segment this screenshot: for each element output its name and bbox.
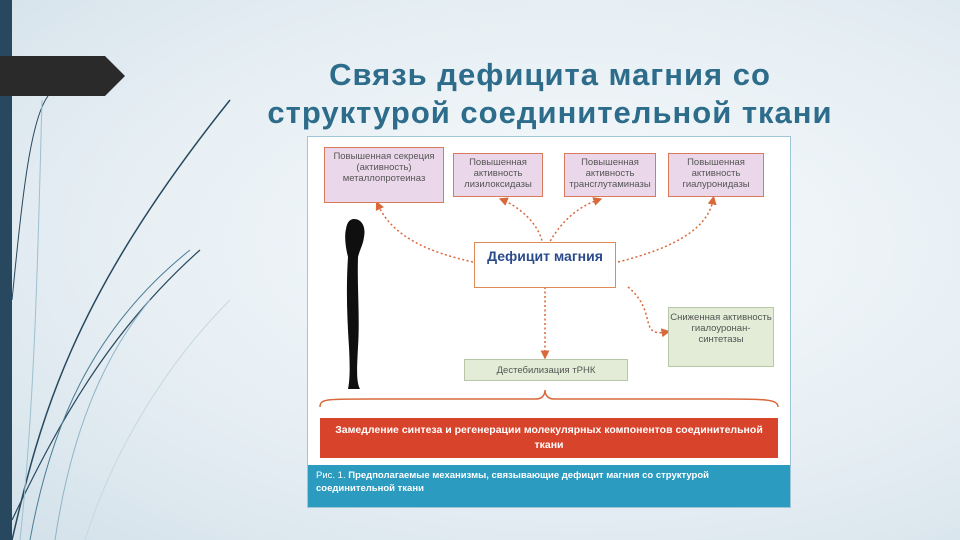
- caption-label: Рис. 1.: [316, 470, 346, 481]
- box-magnesium-deficiency: Дефицит магния: [474, 242, 616, 288]
- title-tab-arrow: [0, 56, 125, 96]
- box-hyaluronidase: Повышенная активность гиалуронидазы: [668, 153, 764, 197]
- box-lysyl-oxidase: Повышенная активность лизилоксидазы: [453, 153, 543, 197]
- caption-text: Предполагаемые механизмы, связывающие де…: [316, 470, 709, 494]
- box-transglutaminase: Повышенная активность трансглутаминазы: [564, 153, 656, 197]
- diagram-figure: Повышенная секреция (активность) металло…: [307, 136, 791, 508]
- left-accent-bar: [0, 0, 12, 540]
- slide-title: Связь дефицита магния со структурой соед…: [240, 56, 860, 132]
- box-metalloproteinase: Повышенная секреция (активность) металло…: [324, 147, 444, 203]
- slide-title-line2: структурой соединительной ткани: [267, 95, 833, 130]
- box-hyaluronan-synthase: Сниженная активность гиалоуронан-синтета…: [668, 307, 774, 367]
- outcome-banner: Замедление синтеза и регенерации молекул…: [320, 418, 778, 458]
- diagram-arrows: [319, 195, 779, 408]
- box-trna-destabilization: Дестебилизация тРНК: [464, 359, 628, 381]
- decorative-curves: [11, 95, 231, 540]
- diagram-area: Повышенная секреция (активность) металло…: [308, 137, 790, 465]
- figure-caption: Рис. 1. Предполагаемые механизмы, связыв…: [308, 465, 790, 507]
- slide-title-line1: Связь дефицита магния со: [329, 57, 771, 92]
- person-silhouette-icon: [345, 219, 365, 389]
